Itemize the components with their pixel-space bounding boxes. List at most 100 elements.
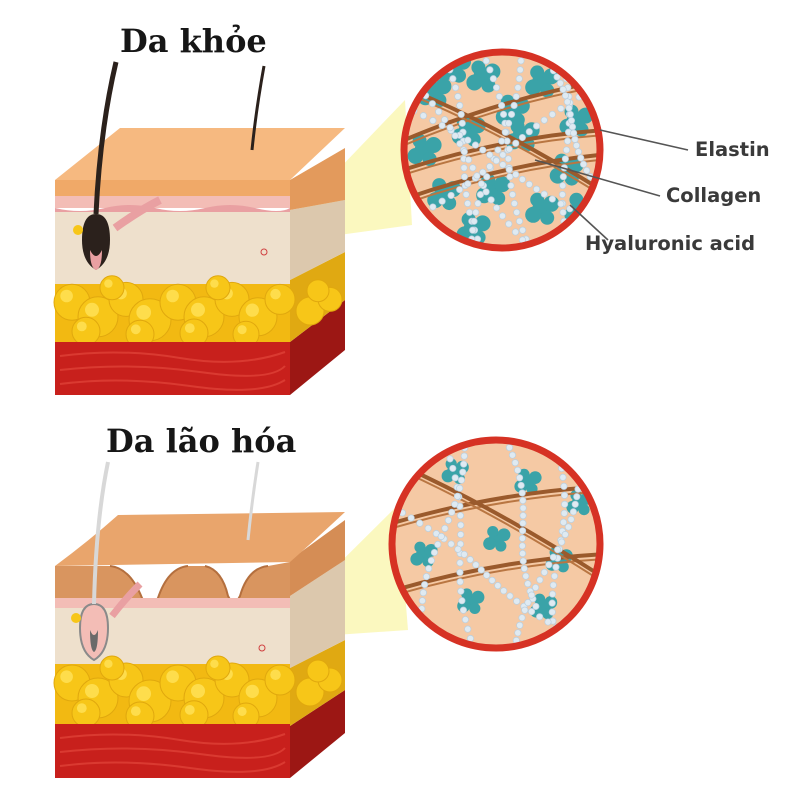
elastin-bead	[515, 75, 523, 83]
healthy-fat-globules	[53, 275, 343, 349]
fat-highlight	[166, 670, 179, 683]
fat-highlight	[184, 323, 195, 334]
elastin-bead	[515, 217, 524, 225]
fat-highlight	[166, 289, 179, 303]
elastin-bead	[460, 452, 468, 460]
aged-zoom-view	[388, 436, 604, 652]
elastin-bead	[422, 573, 430, 581]
hyaluronic-dot	[481, 78, 496, 93]
elastin-bead	[459, 468, 467, 476]
elastin-bead	[563, 98, 571, 106]
hyaluronic-dot	[410, 552, 424, 566]
elastin-bead	[564, 137, 572, 145]
elastin-bead	[451, 84, 460, 92]
elastin-bead	[457, 587, 465, 595]
hyaluronic-dot	[471, 60, 486, 75]
elastin-bead	[571, 500, 579, 508]
elastin-bead	[514, 84, 522, 92]
elastin-bead	[553, 644, 561, 648]
elastin-bead	[456, 140, 464, 148]
elastin-bead	[516, 66, 524, 74]
elastin-bead	[505, 119, 513, 127]
elastin-bead	[449, 75, 457, 83]
fat-highlight	[191, 684, 205, 698]
elastin-bead	[464, 625, 472, 633]
healthy-muscle-side	[290, 300, 345, 395]
elastin-bead	[519, 519, 527, 527]
elastin-bead	[519, 527, 527, 535]
aged-muscle-side	[290, 690, 345, 778]
collagen-fiber	[404, 152, 600, 201]
elastin-bead	[456, 559, 464, 567]
elastin-bead	[498, 212, 507, 220]
elastin-bead	[437, 532, 445, 540]
fat-globule	[71, 316, 101, 346]
elastin-bead	[519, 504, 527, 512]
elastin-bead	[519, 549, 527, 558]
hyaluronic-dot	[466, 74, 483, 91]
elastin-bead	[458, 119, 466, 127]
aged-skin-title: Da lão hóa	[106, 422, 296, 460]
elastin-bead	[561, 92, 570, 100]
fat-highlight	[136, 305, 152, 320]
fat-highlight	[191, 302, 205, 317]
elastin-bead	[447, 540, 455, 548]
elastin-bead	[550, 572, 559, 580]
elastin-bead	[559, 518, 568, 526]
hyaluronic-dot	[525, 206, 542, 223]
hyaluronic-dot	[497, 528, 511, 542]
elastin-bead	[517, 481, 525, 489]
elastin-bead	[407, 76, 415, 84]
elastin-bead	[464, 136, 472, 144]
elastin-bead	[549, 581, 557, 589]
collagen-fiber	[401, 470, 600, 582]
fat-highlight	[245, 684, 259, 698]
elastin-bead	[429, 117, 437, 125]
elastin-bead	[521, 606, 529, 614]
elastin-bead	[510, 199, 518, 208]
fat-globule	[306, 279, 330, 303]
elastin-bead	[569, 508, 577, 516]
elastin-bead	[461, 616, 469, 624]
elastin-bead	[444, 516, 452, 524]
elastin-bead	[508, 190, 517, 199]
elastin-bead	[404, 68, 408, 76]
elastin-bead	[460, 173, 469, 181]
elastin-bead	[528, 608, 536, 616]
elastin-bead	[462, 190, 470, 199]
elastin-bead	[500, 587, 508, 595]
elastin-bead	[557, 52, 565, 56]
elastin-bead	[567, 515, 575, 523]
elastin-bead	[558, 538, 566, 546]
legend-hyaluronic-acid: Hyaluronic acid	[585, 232, 755, 255]
elastin-bead	[457, 110, 465, 118]
legend-collagen: Collagen	[666, 184, 761, 207]
healthy-skin-title: Da khỏe	[120, 22, 267, 60]
elastin-bead	[505, 145, 513, 153]
aged-epidermis-side	[290, 520, 345, 596]
elastin-bead	[540, 568, 548, 576]
elastin-bead	[456, 484, 464, 492]
elastin-bead	[516, 621, 524, 629]
elastin-bead	[428, 100, 436, 108]
elastin-bead	[548, 608, 556, 616]
elastin-bead	[554, 446, 562, 454]
fat-highlight	[85, 302, 99, 317]
elastin-bead	[559, 173, 567, 181]
aged-hair-follicle	[78, 602, 110, 662]
elastin-bead	[517, 57, 525, 65]
fat-highlight	[184, 705, 195, 715]
elastin-bead	[553, 73, 561, 81]
elastin-bead	[573, 493, 581, 501]
elastin-bead	[565, 244, 573, 248]
elastin-bead	[429, 203, 437, 211]
elastin-bead	[477, 180, 485, 188]
collagen-fiber	[404, 158, 600, 205]
elastin-bead	[457, 530, 465, 539]
elastin-bead	[438, 197, 446, 205]
elastin-bead	[473, 172, 481, 180]
elastin-bead	[551, 635, 559, 643]
healthy-zoom-ring	[400, 48, 604, 252]
elastin-bead	[532, 583, 540, 592]
elastin-bead	[418, 597, 426, 605]
